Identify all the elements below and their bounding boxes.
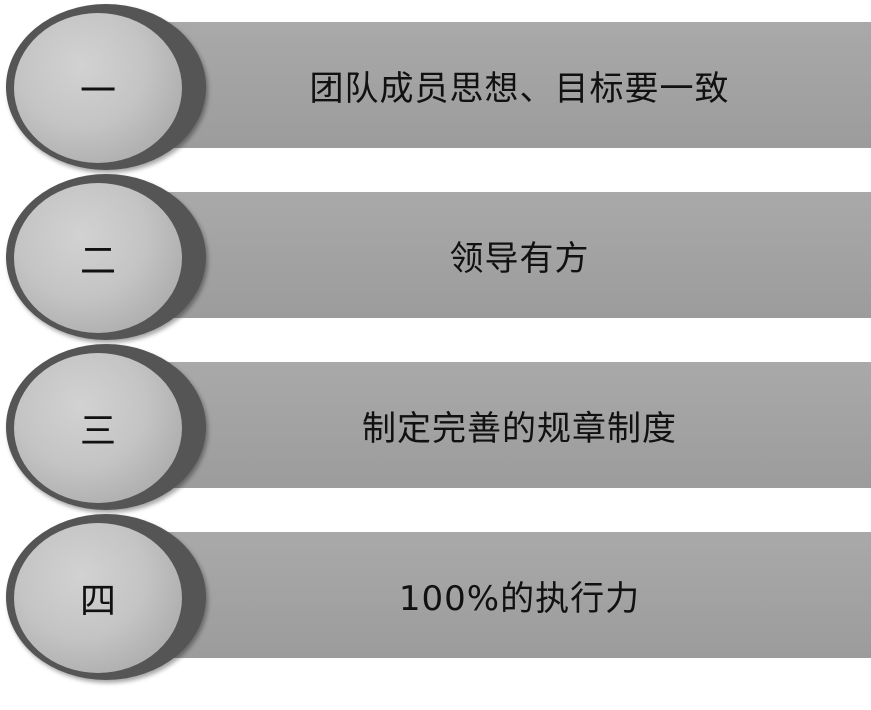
principle-text-3: 制定完善的规章制度 — [362, 408, 677, 449]
principle-text-2: 领导有方 — [449, 238, 590, 279]
number-badge-inner-4: 四 — [14, 523, 182, 673]
number-label-2: 二 — [79, 241, 116, 282]
number-label-1: 一 — [79, 71, 116, 112]
principle-text-1: 团队成员思想、目标要一致 — [309, 68, 730, 109]
principle-bar-3: 制定完善的规章制度 — [168, 362, 871, 488]
number-badge-2: 二 — [6, 174, 206, 340]
number-badge-1: 一 — [6, 4, 206, 170]
principle-item-2: 领导有方 二 — [0, 170, 871, 340]
number-label-4: 四 — [79, 581, 116, 622]
number-label-3: 三 — [79, 411, 116, 452]
principle-bar-4: 100%的执行力 — [168, 532, 871, 658]
principle-bar-2: 领导有方 — [168, 192, 871, 318]
number-badge-inner-2: 二 — [14, 183, 182, 333]
number-badge-3: 三 — [6, 344, 206, 510]
principle-item-3: 制定完善的规章制度 三 — [0, 340, 871, 510]
number-badge-inner-3: 三 — [14, 353, 182, 503]
principle-item-4: 100%的执行力 四 — [0, 510, 871, 680]
number-badge-inner-1: 一 — [14, 13, 182, 163]
principle-text-4: 100%的执行力 — [398, 578, 641, 619]
principle-item-1: 团队成员思想、目标要一致 一 — [0, 0, 871, 170]
principle-bar-1: 团队成员思想、目标要一致 — [168, 22, 871, 148]
number-badge-4: 四 — [6, 514, 206, 680]
